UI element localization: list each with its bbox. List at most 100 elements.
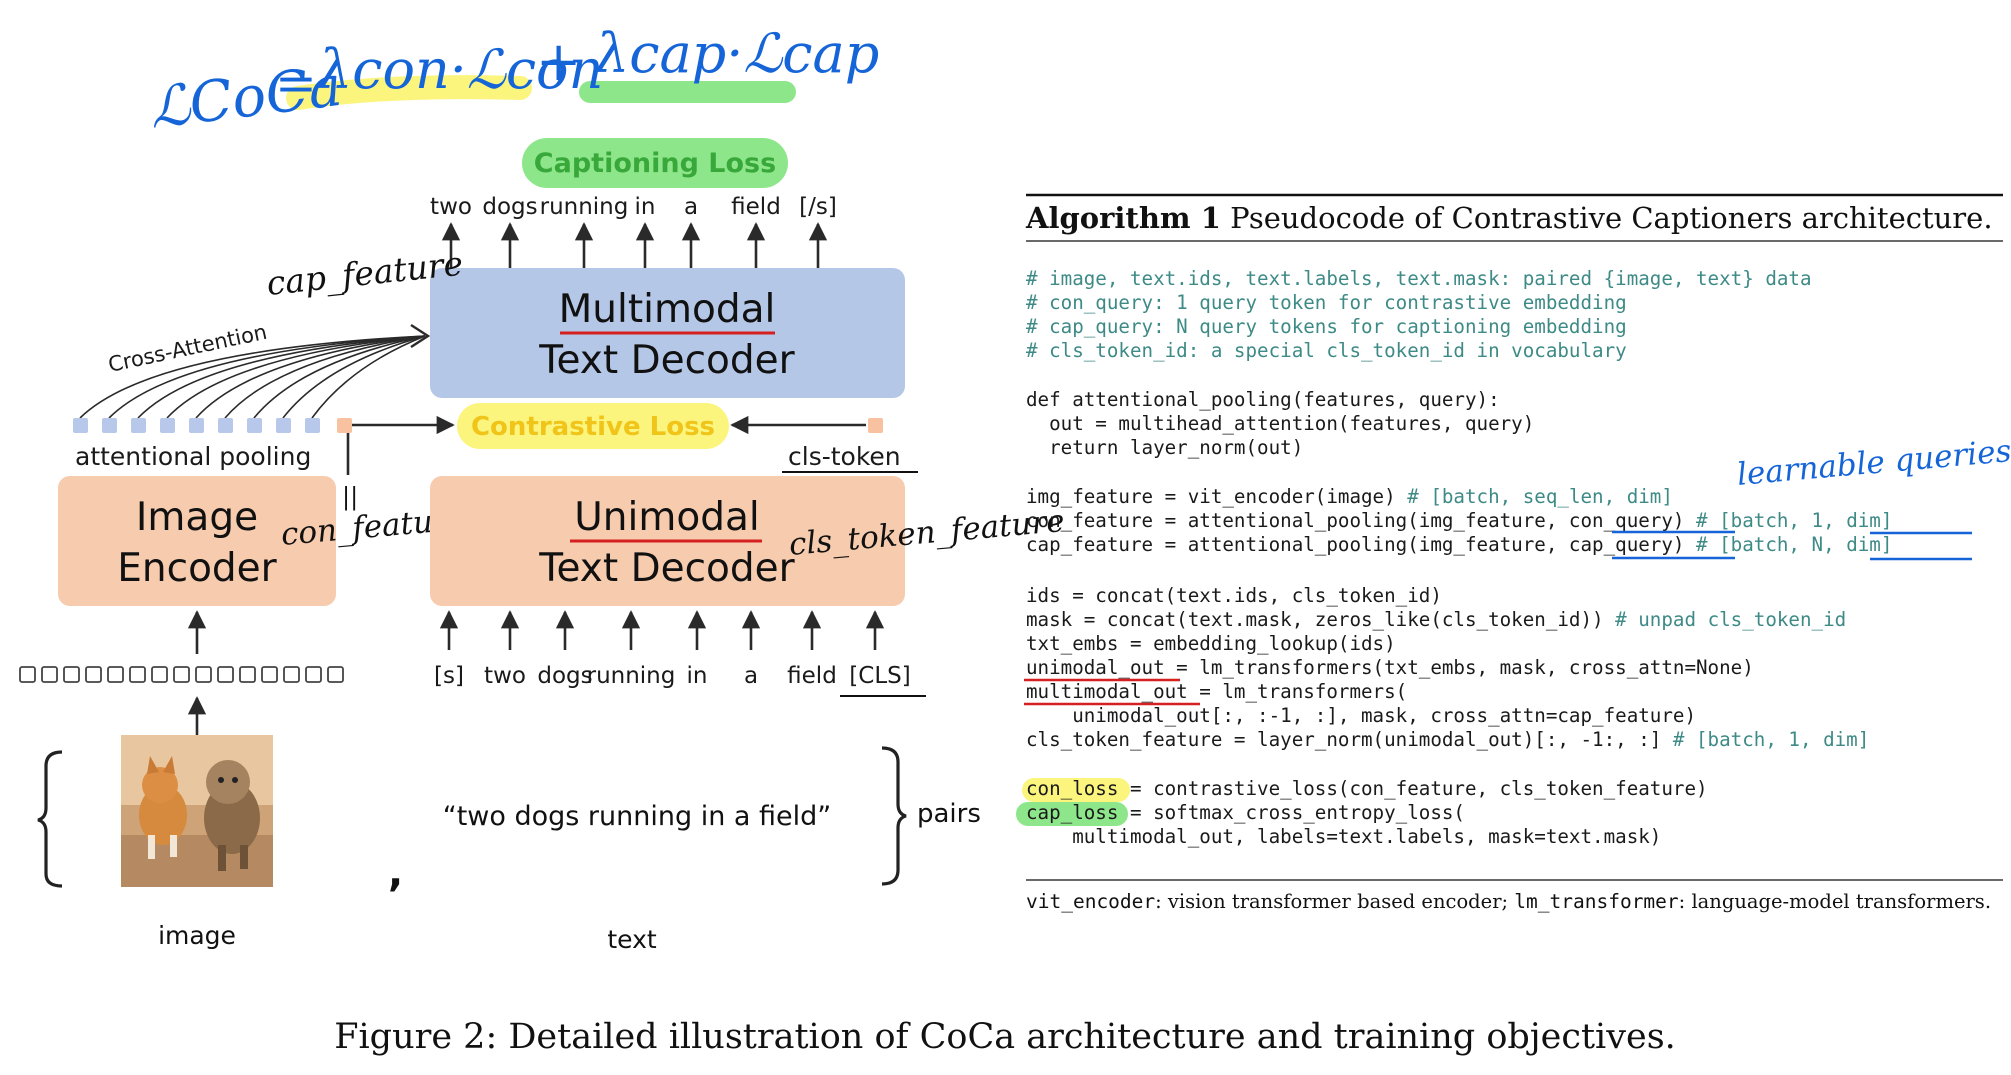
code-line: cap_feature = attentional_pooling(img_fe… [1026, 533, 1892, 556]
image-patch [63, 666, 80, 683]
image-patch [41, 666, 58, 683]
terrier-leg [240, 845, 248, 869]
input-token: a [744, 663, 758, 689]
input-token: field [787, 663, 837, 689]
terrier-eye [232, 777, 238, 783]
con-equals-mark: || [342, 483, 358, 512]
image-patch [327, 666, 344, 683]
algorithm-footnote: vit_encoder: vision transformer based en… [1026, 890, 1991, 913]
image-encoder-box [58, 476, 336, 606]
image-patch [129, 666, 146, 683]
cap-query-token [102, 418, 117, 433]
learnable-queries-note: learnable queries [1736, 433, 2011, 493]
image-patch [151, 666, 168, 683]
pairs-label: pairs [917, 799, 981, 829]
multimodal-title: Multimodal [559, 287, 776, 332]
code-line: cls_token_feature = layer_norm(unimodal_… [1026, 728, 1869, 751]
corgi-head [142, 767, 178, 803]
cap-query-token [276, 418, 291, 433]
image-patch [195, 666, 212, 683]
cls-token-square [868, 418, 883, 433]
formula-equals: = [275, 54, 317, 112]
code-comment: # image, text.ids, text.labels, text.mas… [1026, 267, 1812, 290]
footnote-text: : language-model transformers. [1679, 890, 1991, 913]
con-query-token [337, 418, 352, 433]
code-comment: # cls_token_id: a special cls_token_id i… [1026, 339, 1627, 362]
code-inline-comment: # unpad cls_token_id [1615, 608, 1846, 631]
image-encoder-title: Image [136, 495, 258, 540]
image-patch [239, 666, 256, 683]
cap-query-token [160, 418, 175, 433]
code-line: return layer_norm(out) [1026, 436, 1303, 459]
output-arrows [441, 222, 828, 268]
algorithm-title-bold: Algorithm 1 [1025, 201, 1221, 235]
cap-query-token [131, 418, 146, 433]
cap-query-token [247, 418, 262, 433]
input-token: in [687, 663, 708, 689]
image-patch [261, 666, 278, 683]
image-patch [305, 666, 322, 683]
code-line: mask = concat(text.mask, zeros_like(cls_… [1026, 608, 1846, 631]
image-patch [85, 666, 102, 683]
code-line: out = multihead_attention(features, quer… [1026, 412, 1534, 435]
code-inline-comment: # [batch, N, dim] [1696, 533, 1892, 556]
output-token: running [540, 194, 629, 220]
output-token: in [635, 194, 656, 220]
pair-left-brace [37, 750, 63, 888]
algorithm-title-rest: Pseudocode of Contrastive Captioners arc… [1221, 201, 1993, 235]
code-line: con_loss = contrastive_loss(con_feature,… [1026, 777, 1708, 800]
input-token: dogs [537, 663, 592, 689]
cross-attention-fan [79, 323, 431, 419]
code-line: cap_loss = softmax_cross_entropy_loss( [1026, 801, 1465, 824]
footnote-lm-transformer: lm_transformer [1514, 890, 1678, 913]
algorithm-block: Algorithm 1 Pseudocode of Contrastive Ca… [1016, 193, 2011, 913]
code-text: mask = concat(text.mask, zeros_like(cls_… [1026, 608, 1615, 631]
image-patch [283, 666, 300, 683]
output-token: [/s] [799, 194, 837, 220]
unimodal-subtitle: Text Decoder [538, 546, 795, 591]
formula-plus: + [536, 30, 581, 93]
code-text: cap_feature = attentional_pooling(img_fe… [1026, 533, 1696, 556]
footnote-vit-encoder: vit_encoder [1026, 890, 1155, 913]
captioning-loss-label: Captioning Loss [534, 148, 776, 179]
captioning-loss-pill [522, 138, 788, 188]
image-encoder-subtitle: Encoder [117, 546, 277, 591]
input-token: two [484, 663, 526, 689]
code-line: multimodal_out = lm_transformers( [1026, 680, 1407, 703]
code-line: unimodal_out[:, :-1, :], mask, cross_att… [1026, 704, 1696, 727]
query-tokens [73, 418, 883, 433]
text-label: text [607, 925, 657, 954]
formula-cap-term: λcap·ℒcap [593, 22, 879, 85]
algorithm-title: Algorithm 1 Pseudocode of Contrastive Ca… [1025, 201, 1993, 235]
output-token: dogs [482, 194, 537, 220]
input-token: [s] [434, 663, 464, 689]
code-line: def attentional_pooling(features, query)… [1026, 388, 1500, 411]
dog-photo [121, 735, 273, 887]
image-patch [107, 666, 124, 683]
input-token: running [587, 663, 676, 689]
terrier-leg [218, 845, 226, 871]
code-line: img_feature = vit_encoder(image) # [batc… [1026, 485, 1673, 508]
contrastive-loss-pill [457, 403, 729, 449]
cap-query-token [73, 418, 88, 433]
image-label: image [158, 921, 236, 950]
image-patches [19, 666, 344, 683]
input-token: [CLS] [849, 663, 910, 689]
code-line: ids = concat(text.ids, cls_token_id) [1026, 584, 1442, 607]
code-line: txt_embs = embedding_lookup(ids) [1026, 632, 1396, 655]
code-text: cls_token_feature = layer_norm(unimodal_… [1026, 728, 1673, 751]
image-patch [217, 666, 234, 683]
contrastive-loss-label: Contrastive Loss [471, 412, 715, 442]
yellow-highlight-stroke [286, 75, 532, 110]
caption-text-sample: “two dogs running in a field” [443, 801, 832, 832]
cap-query-token [218, 418, 233, 433]
pair-comma: , [388, 850, 403, 896]
con-loss-highlight [1022, 778, 1130, 802]
attentional-pooling-label: attentional pooling [75, 442, 311, 471]
code-inline-comment: # [batch, seq_len, dim] [1407, 485, 1673, 508]
image-patch [19, 666, 36, 683]
code-line: multimodal_out, labels=text.labels, mask… [1026, 825, 1661, 848]
code-comment: # cap_query: N query tokens for captioni… [1026, 315, 1627, 338]
output-tokens: two dogs running in a field [/s] [430, 194, 837, 220]
output-token: field [731, 194, 781, 220]
